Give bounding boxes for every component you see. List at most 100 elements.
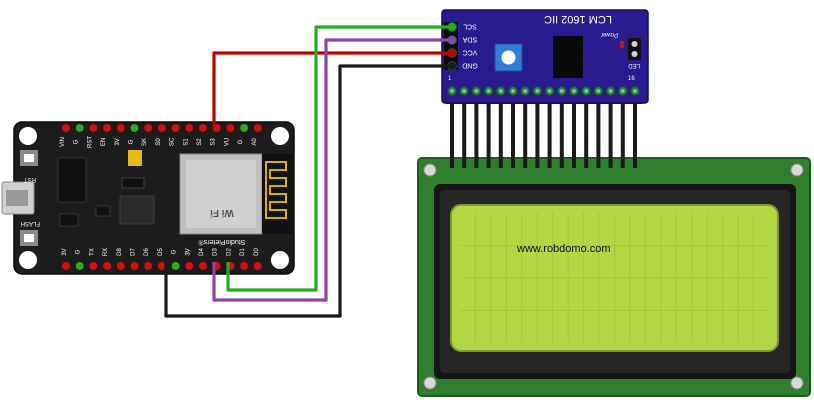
top-pin-label: G xyxy=(129,139,135,144)
pin-header-icon xyxy=(198,123,208,133)
header-pad-hole xyxy=(547,89,552,93)
pin-header-icon xyxy=(102,123,112,133)
pot-knob-icon xyxy=(501,50,516,65)
header-pad-hole xyxy=(511,89,515,93)
i2c-pin-label: VCC xyxy=(463,49,478,56)
bottom-pin-label: D6 xyxy=(144,248,150,256)
pin-header-icon xyxy=(171,123,181,133)
header-pad-hole xyxy=(633,89,637,93)
jumper-pin-icon xyxy=(631,51,638,57)
bottom-pin-label: D7 xyxy=(131,248,137,256)
header-pin xyxy=(572,98,576,168)
mount-hole-icon xyxy=(790,163,804,177)
header-pad-hole xyxy=(462,89,467,93)
rst-label: RST xyxy=(24,176,36,182)
header-pad-hole xyxy=(621,89,625,93)
wire-d2-sda[interactable] xyxy=(212,38,452,302)
header-pad-hole xyxy=(535,89,540,93)
top-pin-label: EN xyxy=(101,138,107,146)
top-pin-label: RST xyxy=(87,136,93,148)
led-jumper xyxy=(628,38,641,60)
i2c-pcb xyxy=(441,9,649,104)
i2c-chip xyxy=(553,36,583,78)
pin-header-icon xyxy=(157,123,167,133)
wire-d1-scl[interactable] xyxy=(226,25,452,292)
pin-header-icon xyxy=(143,261,153,271)
pin-header-icon xyxy=(130,123,139,133)
usb-serial-chip xyxy=(57,157,87,203)
bottom-pin-label: D3 xyxy=(213,248,219,256)
top-pin-label: VIN xyxy=(60,137,66,147)
pin-header-icon xyxy=(61,261,71,271)
bottom-pin-label: RX xyxy=(103,248,109,256)
rst-button-cap xyxy=(24,154,34,162)
mount-hole-icon xyxy=(423,163,437,177)
header-pad-hole xyxy=(608,89,613,93)
header-pad-hole xyxy=(523,89,527,93)
pin-end-icon xyxy=(448,36,456,44)
header-pin xyxy=(450,98,454,168)
bottom-pin-label: 3V xyxy=(62,248,68,255)
wire-vu-vcc[interactable] xyxy=(212,51,452,128)
pin-header-icon xyxy=(239,123,249,133)
wire-g-gnd[interactable] xyxy=(164,64,452,318)
flash-button-cap xyxy=(24,234,34,242)
flash-label: FLASH xyxy=(21,220,40,226)
bottom-pin-label: 3V xyxy=(185,248,191,255)
jumper-pin-icon xyxy=(631,41,638,47)
header-pad-hole xyxy=(572,89,576,93)
header-pin xyxy=(486,98,491,168)
header-pin xyxy=(620,98,625,168)
header-pad-hole xyxy=(560,89,564,93)
i2c-header xyxy=(444,22,458,70)
bottom-pin-label: D1 xyxy=(240,248,246,256)
header-pin xyxy=(462,98,467,168)
top-pin-label: A0 xyxy=(252,138,258,146)
bottom-pin-label: TX xyxy=(89,248,95,256)
lcd-module: www.robdomo.com xyxy=(417,98,811,397)
top-pin-label: VU xyxy=(224,138,230,146)
i2c-bottom-pads xyxy=(447,86,640,96)
header-pad-hole xyxy=(474,89,479,93)
pin-header-icon xyxy=(253,261,263,271)
i2c-pin-label: GND xyxy=(462,62,478,69)
header-pad-hole xyxy=(596,89,601,93)
wires xyxy=(164,23,456,318)
lcd-character-grid xyxy=(460,213,769,343)
regulator-chip xyxy=(119,195,155,225)
mount-hole-icon xyxy=(19,127,37,145)
antenna-trace-icon xyxy=(265,161,287,219)
header-pad-hole xyxy=(486,89,491,93)
header-pin xyxy=(523,98,528,168)
pin-header-icon xyxy=(253,123,263,133)
header-pad-hole xyxy=(499,89,503,93)
top-pin-label: 3V xyxy=(115,138,121,145)
pin-header-icon xyxy=(171,261,181,271)
i2c-pin-label: SDA xyxy=(462,36,477,43)
pin-header-icon xyxy=(198,261,208,271)
pin-header-icon xyxy=(102,261,112,271)
power-led-icon xyxy=(620,41,624,48)
header-pin xyxy=(547,98,552,168)
pin-header-icon xyxy=(75,261,85,271)
diode-icon xyxy=(121,177,145,189)
pin-header-icon xyxy=(88,123,98,133)
mount-hole-icon xyxy=(271,127,289,145)
mount-hole-icon xyxy=(423,376,437,390)
header-pin xyxy=(596,98,601,168)
top-pin-label: S0 xyxy=(156,138,162,146)
smd-component-icon xyxy=(95,205,111,217)
bottom-pin-label: D2 xyxy=(226,248,232,256)
bottom-pin-label: G xyxy=(76,249,82,254)
header-pin xyxy=(535,98,540,168)
header-pad-hole xyxy=(584,89,588,93)
header-pin xyxy=(498,98,503,168)
pin-end-icon xyxy=(448,23,456,31)
capacitor-icon xyxy=(128,150,142,166)
header-pin xyxy=(633,98,637,168)
top-pin-label: S2 xyxy=(197,138,203,146)
pin-header-icon xyxy=(143,123,153,133)
